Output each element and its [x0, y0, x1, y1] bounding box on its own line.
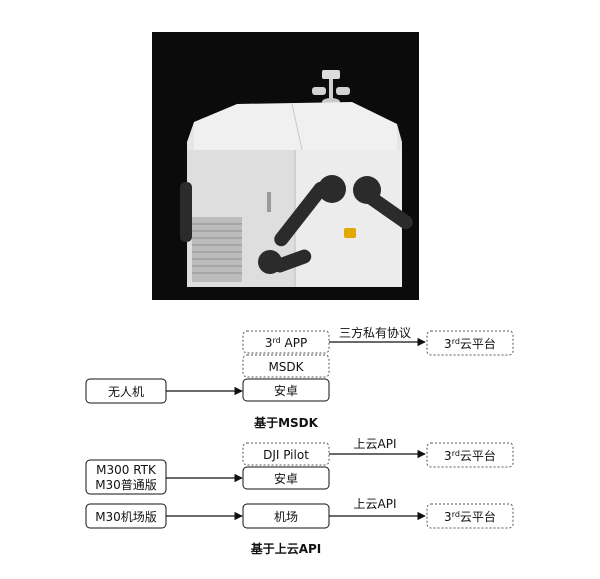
cloud-3-main: 3: [444, 510, 452, 524]
m300-rtk-box: [85, 459, 167, 495]
emergency-button: [344, 228, 356, 238]
msdk-label: MSDK: [268, 360, 304, 374]
cloud-1-rest: 云平台: [460, 336, 496, 351]
third-party-app-box: [242, 330, 330, 354]
dji-pilot-label: DJI Pilot: [263, 448, 309, 462]
android-label-2: 安卓: [274, 471, 298, 486]
m300-rtk-label: M300 RTK: [96, 463, 157, 477]
cloud-platform-box-3: [426, 503, 514, 529]
android-box-2: [242, 466, 330, 490]
dji-pilot-box: [242, 442, 330, 466]
m30-dock-model-label: M30机场版: [95, 510, 157, 524]
cloud-api-caption: 基于上云API: [250, 541, 322, 556]
android-label: 安卓: [274, 383, 298, 398]
cloud-api-label-1: 上云API: [354, 437, 397, 451]
msdk-box: [242, 354, 330, 378]
cloud-api-section: DJI Pilot 安卓 M300 RTK M30普通版 上云API 3rd云平…: [85, 437, 514, 556]
m30-standard-label: M30普通版: [95, 478, 157, 492]
cloud-2-main: 3: [444, 449, 452, 463]
msdk-section: 3rd APP MSDK 安卓 无人机 三方私有协议 3rd云平台 基于MSDK: [85, 325, 514, 430]
cloud-1-sup: rd: [452, 337, 460, 346]
svg-text:3rd云平台: 3rd云平台: [444, 509, 496, 524]
svg-text:3rd云平台: 3rd云平台: [444, 336, 496, 351]
third-app-main: 3: [265, 336, 273, 350]
android-box: [242, 378, 330, 402]
third-app-sup: rd: [272, 336, 280, 345]
cloud-2-sup: rd: [452, 449, 460, 458]
private-protocol-label: 三方私有协议: [339, 325, 411, 340]
cloud-3-rest: 云平台: [460, 509, 496, 524]
vent-grille: [192, 217, 242, 282]
cloud-2-rest: 云平台: [460, 448, 496, 463]
cloud-1-main: 3: [444, 337, 452, 351]
cloud-3-sup: rd: [452, 510, 460, 519]
cloud-platform-box-1: [426, 330, 514, 356]
svg-text:3rd云平台: 3rd云平台: [444, 448, 496, 463]
cloud-platform-box-2: [426, 442, 514, 468]
dock-label: 机场: [274, 510, 298, 524]
robotic-arm-left: [258, 175, 346, 274]
dock-product-photo: [152, 32, 419, 300]
svg-text:3rd APP: 3rd APP: [265, 336, 307, 351]
robotic-arm-right: [353, 176, 413, 230]
cloud-api-label-2: 上云API: [354, 497, 397, 511]
third-app-rest: APP: [281, 336, 308, 350]
dock-lid: [194, 102, 397, 150]
drone-label: 无人机: [108, 385, 144, 399]
msdk-caption: 基于MSDK: [253, 415, 319, 430]
